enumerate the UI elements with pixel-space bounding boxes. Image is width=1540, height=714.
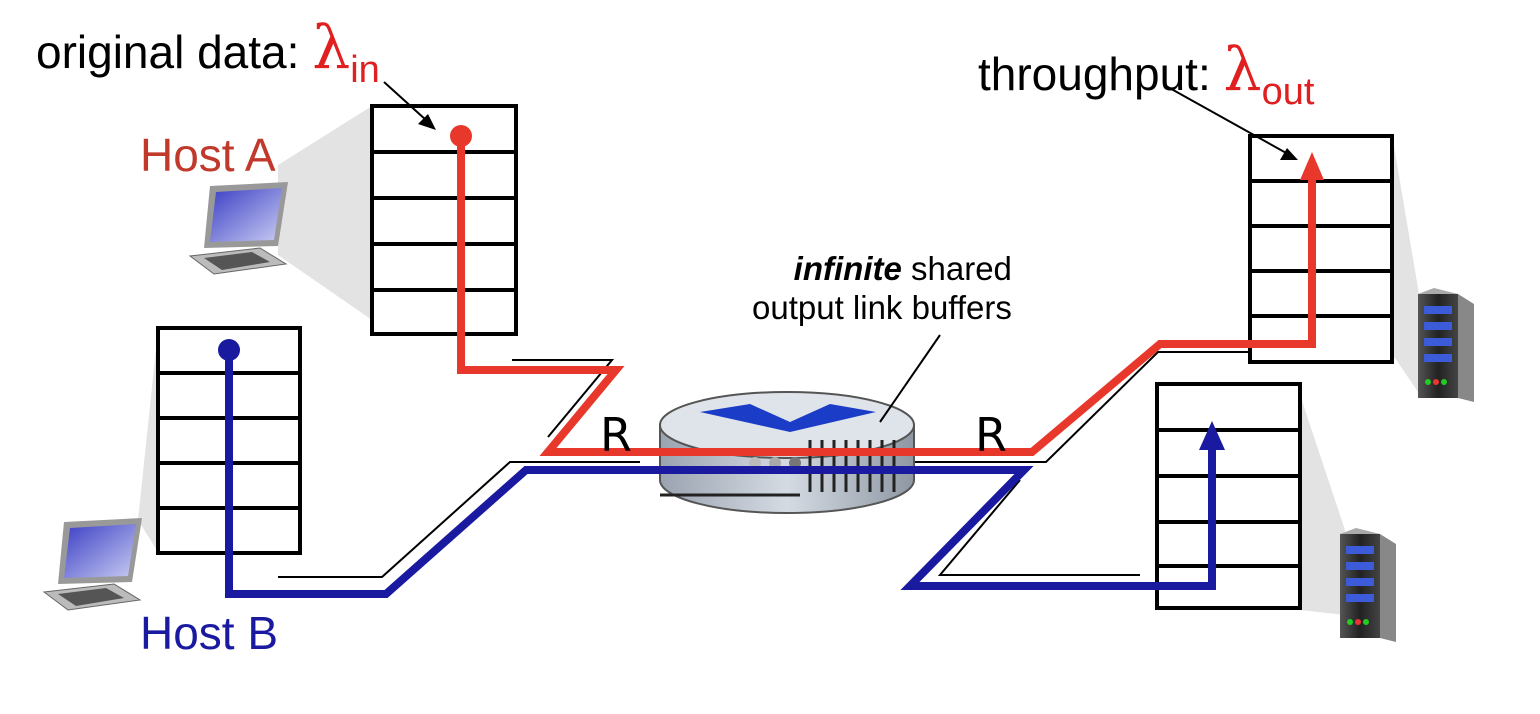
buffer-pointer xyxy=(879,334,941,423)
original-data-prefix: original data: xyxy=(36,26,313,78)
lambda-symbol: λ xyxy=(312,13,351,83)
host-b-buffer-wedge xyxy=(138,330,158,552)
throughput-prefix: throughput: xyxy=(978,48,1224,100)
link-rate-left: R xyxy=(600,408,632,462)
server-top-buffer xyxy=(1248,134,1394,364)
link-rate-right: R xyxy=(975,408,1007,462)
server-icon xyxy=(1418,288,1474,402)
buffer-line2: output link buffers xyxy=(752,288,1012,326)
host-a-path xyxy=(450,125,1324,456)
host-b-path xyxy=(218,339,1225,598)
laptop-icon xyxy=(188,182,288,275)
lambda-symbol: λ xyxy=(1223,35,1262,105)
host-a-buffer xyxy=(370,104,518,336)
laptop-icon xyxy=(42,518,142,611)
lambda-in-subscript: in xyxy=(350,49,380,91)
host-a-buffer-wedge xyxy=(278,106,372,320)
lambda-in-pointer xyxy=(383,81,436,130)
host-a-label: Host A xyxy=(140,129,276,181)
lambda-out-subscript: out xyxy=(1261,71,1315,113)
server-bottom-buffer xyxy=(1155,382,1302,610)
host-b-label: Host B xyxy=(140,607,279,659)
buffer-rest: shared xyxy=(901,250,1012,287)
buffer-emphasis: infinite xyxy=(793,250,902,287)
link-outlines xyxy=(278,351,1250,578)
server-icon xyxy=(1340,528,1396,642)
server-top-buffer-wedge xyxy=(1393,140,1420,395)
lambda-out-pointer xyxy=(1165,85,1298,160)
throughput-label: throughput: λout xyxy=(978,40,1314,111)
buffer-label: infinite shared output link buffers xyxy=(752,250,1012,328)
original-data-label: original data: λin xyxy=(36,18,380,89)
server-bottom-buffer-wedge xyxy=(1300,395,1345,615)
